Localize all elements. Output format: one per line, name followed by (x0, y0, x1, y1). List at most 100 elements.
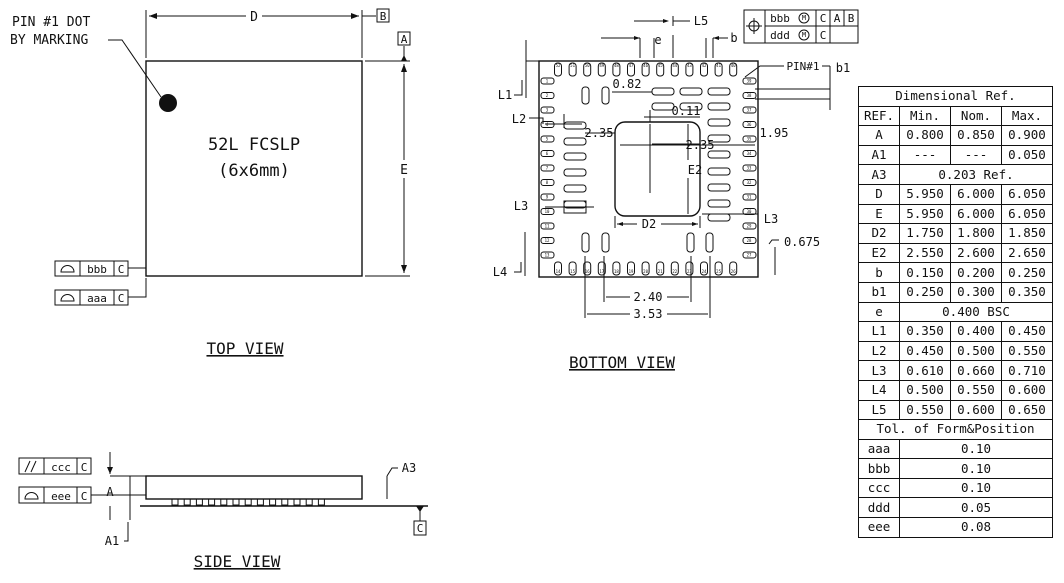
right-pads (742, 77, 757, 259)
dim-a1-label: A1 (105, 534, 119, 548)
pin-number: 44 (672, 63, 677, 68)
table-cell: 1.800 (950, 223, 1002, 244)
dim-353-label: 3.53 (634, 307, 663, 321)
dim-a3-label: A3 (402, 461, 416, 475)
pin-number: 34 (747, 151, 752, 156)
pin-number: 41 (716, 63, 721, 68)
e-arrow-top (401, 64, 407, 72)
pad (540, 237, 555, 244)
pin-number: 29 (747, 224, 752, 229)
pin-number: 13 (545, 253, 550, 258)
pin-number: 17 (599, 269, 604, 274)
table-cell: 6.050 (1000, 203, 1054, 225)
pad (554, 261, 562, 276)
pad (742, 237, 757, 244)
pad (540, 164, 555, 172)
pin-number: 22 (672, 269, 677, 274)
pin-number: 11 (545, 224, 550, 229)
pad (685, 62, 694, 77)
inner-pad (707, 118, 731, 127)
a-arrow-top (107, 467, 113, 474)
package-name: 52L FCSLP (208, 135, 300, 155)
l2-leader (529, 117, 544, 124)
pin1-dot-marker (159, 94, 177, 112)
d2-label: D2 (642, 217, 656, 231)
table-cell: 0.150 (899, 262, 951, 283)
table-cell: 0.203 Ref. (899, 164, 1053, 185)
fcf-row1-b: B (848, 12, 855, 25)
table-cell: 0.600 (1000, 379, 1054, 401)
pin1-label: PIN#1 (786, 60, 819, 73)
dim-240-label: 2.40 (634, 290, 663, 304)
d-arrow-right (351, 13, 359, 19)
datum-a-triangle (401, 55, 407, 61)
pad (700, 261, 708, 276)
pin-number: 36 (747, 122, 752, 127)
table-cell: 0.550 (1000, 340, 1054, 362)
table-cell: 0.300 (950, 281, 1002, 303)
dim-a-label: A (106, 485, 114, 499)
table-row: Tol. of Form&Position (858, 419, 1053, 440)
datum-c-label: C (417, 522, 424, 535)
table-cell: A (857, 125, 901, 146)
table-cell: D2 (857, 223, 901, 244)
table-cell: 0.660 (950, 360, 1002, 381)
tol-eee-datum: C (81, 490, 88, 503)
top-package-outline (145, 60, 363, 277)
pad (742, 77, 757, 85)
fcf-row1-mod: M (802, 14, 806, 22)
pad (742, 164, 757, 172)
side-view-title: SIDE VIEW (194, 552, 281, 571)
table-cell: 5.950 (899, 203, 951, 225)
pin-number: 51 (570, 63, 575, 68)
table-cell: 6.000 (950, 203, 1002, 225)
inner-pad-rows (563, 87, 731, 222)
side-lead (183, 498, 191, 506)
table-row: Dimensional Ref. (858, 86, 1053, 107)
l5-arrow (663, 19, 669, 23)
mmc-icon (798, 12, 810, 24)
side-lead (305, 498, 313, 506)
pin-number: 7 (546, 166, 549, 171)
pad (540, 77, 555, 85)
surface-profile-icon (24, 492, 39, 500)
mmc-icon (798, 29, 810, 41)
pin-number: 33 (747, 166, 752, 171)
e-arrow-bottom (401, 265, 407, 273)
side-lead (195, 498, 203, 506)
table-cell: 0.400 BSC (899, 301, 1053, 323)
bottom-view: 5214511550164917481847194620452144224323… (493, 9, 859, 372)
pad (540, 251, 555, 259)
d2-arrow-l (617, 222, 623, 226)
pin-number: 18 (614, 269, 619, 274)
datum-b-label: B (380, 10, 387, 23)
pin-number: 25 (716, 269, 721, 274)
inner-pad (707, 183, 731, 192)
pad (612, 261, 621, 276)
pin-number: 52 (556, 63, 561, 68)
side-body (145, 475, 363, 500)
table-cell: A1 (857, 144, 901, 166)
table-cell: E2 (857, 242, 901, 264)
table-cell: A3 (857, 164, 901, 185)
table-cell: 0.500 (899, 379, 951, 401)
pin-number: 5 (546, 137, 549, 142)
pin-number: 2 (546, 93, 549, 98)
corner-pad-br (686, 232, 695, 253)
table-cell: 0.610 (899, 360, 951, 381)
dim-235a-label: 2.35 (585, 126, 614, 140)
pad (540, 135, 555, 143)
table-cell: 0.800 (899, 125, 951, 146)
inner-pad (563, 184, 587, 193)
pin-number: 39 (747, 79, 752, 84)
pad (583, 261, 592, 276)
